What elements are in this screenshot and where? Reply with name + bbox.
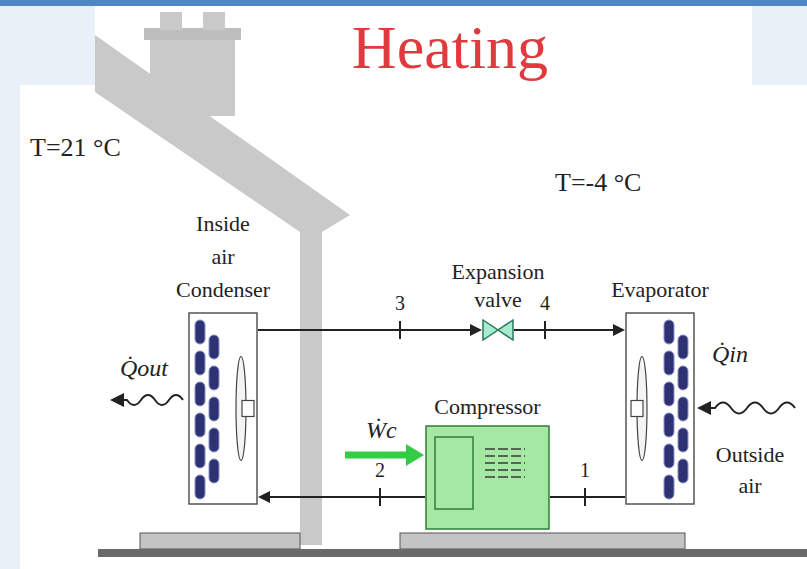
unit-shape: [482, 319, 514, 341]
annotation-label: Outside air: [705, 440, 795, 502]
state-number: 4: [540, 292, 550, 315]
pipe-line: [514, 329, 613, 331]
vent-line: [485, 476, 525, 478]
coil-tube: [664, 444, 674, 468]
valve-half: [498, 320, 513, 340]
pipe-line: [258, 329, 470, 331]
unit-base: [400, 533, 685, 549]
unit-label: Expansion valve: [448, 258, 548, 313]
state-number: 1: [580, 459, 590, 482]
unit-node: Evaporator: [625, 312, 695, 505]
annotation-label: T=-4 °C: [555, 163, 641, 202]
flow-line: [258, 491, 425, 503]
coil-tube: [664, 320, 674, 344]
compressor-panel: [435, 437, 473, 509]
work-arrow: [345, 452, 410, 459]
unit-node: Expansion valve: [482, 319, 514, 341]
annotation-label: Q̇out: [120, 350, 168, 386]
unit-node: Inside airCondenser: [188, 312, 258, 505]
coil-tube: [209, 397, 219, 421]
unit-housing: [189, 313, 257, 504]
coil-tube: [195, 351, 205, 375]
vent-line: [485, 448, 525, 450]
unit-shape: [425, 425, 550, 530]
coil-tube: [195, 382, 205, 406]
state-number: 2: [375, 459, 385, 482]
unit-base: [140, 533, 300, 549]
unit-heading: Compressor: [413, 390, 563, 423]
coil-tube: [195, 413, 205, 437]
ground: [98, 549, 807, 557]
coil-tube: [209, 428, 219, 452]
chimney-cap: [144, 28, 241, 40]
vent-line: [485, 469, 525, 471]
valve-half: [483, 320, 498, 340]
fan-motor: [242, 401, 254, 417]
coil-tube: [195, 475, 205, 499]
arrowhead: [258, 491, 270, 503]
unit-node: Compressor: [425, 425, 550, 530]
vent-line: [485, 462, 525, 464]
coil-tube: [678, 428, 688, 452]
coil-tube: [678, 366, 688, 390]
coil-tube: [678, 459, 688, 483]
chimney: [150, 36, 235, 116]
unit-label: Condenser: [148, 273, 298, 306]
heat-out-arrow: [117, 395, 183, 405]
pipe-line: [270, 496, 425, 498]
unit-heading: Expansion valve: [423, 258, 573, 313]
arrowhead: [110, 393, 124, 407]
vent-line: [485, 455, 525, 457]
unit-heading: Evaporator: [585, 273, 735, 306]
flow-line: [258, 324, 482, 336]
flow-line: [550, 497, 625, 498]
unit-heading: Inside airCondenser: [148, 207, 298, 306]
coil-tube: [664, 351, 674, 375]
state-number: 3: [395, 292, 405, 315]
coil-tube: [195, 444, 205, 468]
coil-tube: [209, 366, 219, 390]
arrowhead: [697, 401, 711, 415]
fan-motor: [631, 401, 643, 417]
arrowhead: [470, 324, 482, 336]
arrowhead: [406, 444, 424, 466]
coil-tube: [664, 382, 674, 406]
chimney-pot: [160, 12, 182, 30]
annotation-label: T=21 °C: [30, 128, 121, 167]
flow-line: [514, 324, 625, 336]
coil-tube: [664, 413, 674, 437]
compressor-body: [426, 426, 549, 529]
coil-tube: [209, 459, 219, 483]
unit-housing: [626, 313, 694, 504]
picture-panel: [20, 85, 807, 569]
coil-tube: [195, 320, 205, 344]
unit-shape: [188, 312, 258, 505]
arrowhead: [613, 324, 625, 336]
unit-label: Compressor: [413, 390, 563, 423]
top-bar: [0, 0, 807, 6]
diagram-title: Heating: [352, 12, 548, 83]
annotation-label: Q̇in: [712, 336, 748, 372]
unit-label: Inside air: [183, 207, 263, 273]
unit-label: Evaporator: [585, 273, 735, 306]
pipe-line: [550, 496, 625, 498]
house-roof-wall: [95, 35, 350, 545]
heat-in-arrow: [709, 403, 795, 414]
coil-tube: [678, 397, 688, 421]
coil-tube: [209, 335, 219, 359]
annotation-label: Ẇc: [366, 412, 397, 448]
chimney-pot: [203, 12, 225, 30]
unit-shape: [625, 312, 695, 505]
coil-tube: [664, 475, 674, 499]
coil-tube: [678, 335, 688, 359]
